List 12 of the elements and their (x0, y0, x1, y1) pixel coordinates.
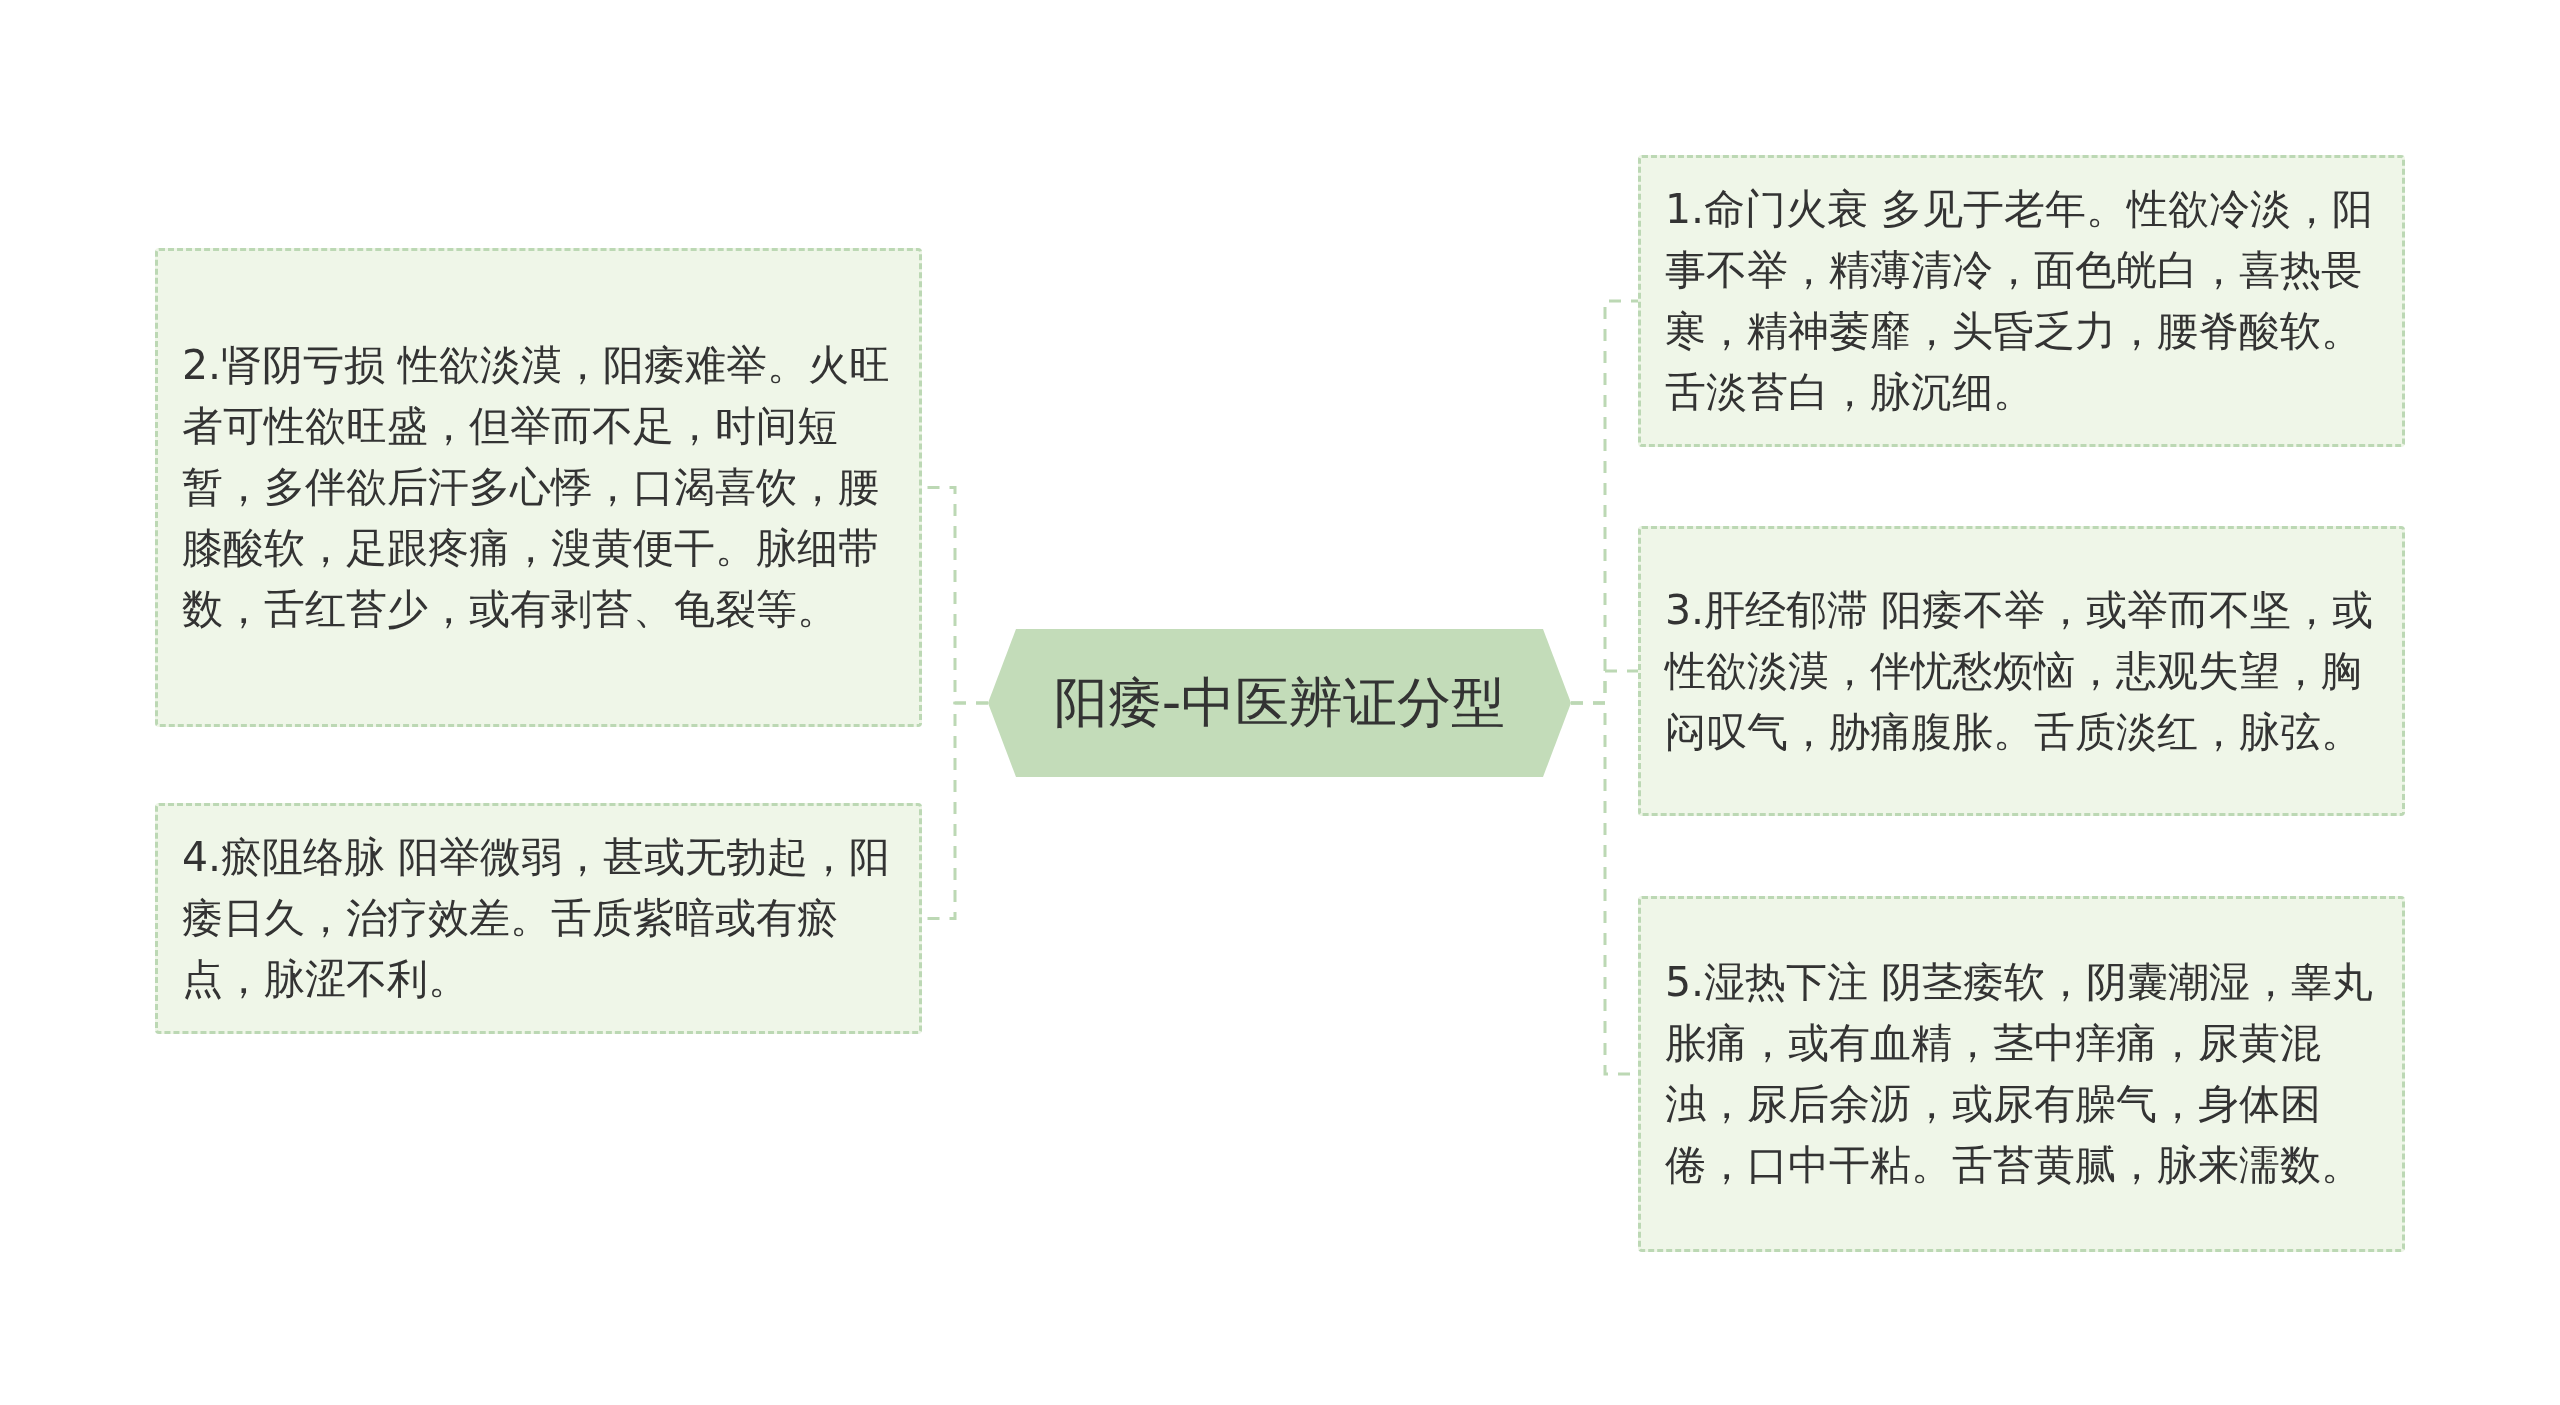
note-card (155, 248, 922, 727)
note-text: 5.湿热下注 阴茎痿软，阴囊潮湿，睾丸胀痛，或有血精，茎中痒痛，尿黄混浊，尿后余沥，或尿有臊气，身体困倦，口中干粘。舌苔黄腻，脉来濡数。 (1665, 957, 2375, 1191)
note-card (1638, 526, 2405, 816)
note-text: 1.命门火衰 多见于老年。性欲冷淡，阳事不举，精薄清冷，面色㿠白，喜热畏寒，精神萎靡，头昏乏力，腰脊酸软。舌淡苔白，脉沉细。 (1665, 184, 2375, 418)
topic-hexagon (988, 629, 1571, 777)
note-text: 2.肾阴亏损 性欲淡漠，阳痿难举。火旺者可性欲旺盛，但举而不足，时间短暂，多伴欲后汗多心悸，口渴喜饮，腰膝酸软，足跟疼痛，溲黄便干。脉细带数，舌红苔少，或有剥苔、龟裂等。 (182, 340, 892, 635)
note-text: 4.瘀阻络脉 阳举微弱，甚或无勃起，阳痿日久，治疗效差。舌质紫暗或有瘀点，脉涩不利。 (182, 832, 892, 1005)
note-text: 3.肝经郁滞 阳痿不举，或举而不坚，或性欲淡漠，伴忧愁烦恼，悲观失望，胸闷叹气，胁痛腹胀。舌质淡红，脉弦。 (1665, 584, 2375, 758)
note-card (155, 803, 922, 1034)
topic-title: 阳痿-中医辨证分型 (1053, 669, 1506, 736)
note-card (1638, 155, 2405, 447)
note-card (1638, 896, 2405, 1252)
